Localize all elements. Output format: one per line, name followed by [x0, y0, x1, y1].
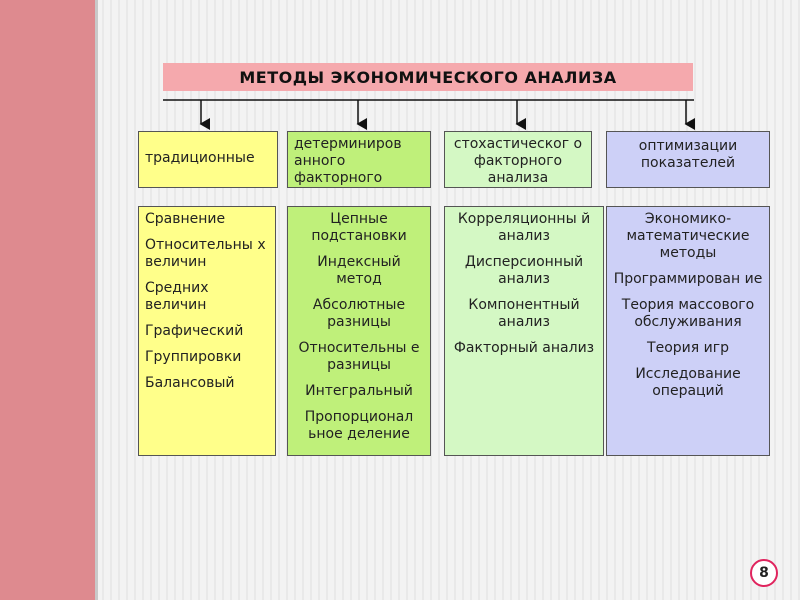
column-2-item-5: Интегральный	[305, 383, 413, 399]
column-1-item-1: Сравнение	[145, 211, 226, 227]
page-number-text: 8	[759, 565, 769, 581]
column-3-header: стохастическог о факторного анализа	[444, 131, 592, 188]
column-1-item-4: Графический	[145, 323, 244, 339]
diagram-title: МЕТОДЫ ЭКОНОМИЧЕСКОГО АНАЛИЗА	[163, 63, 693, 91]
column-4-item-1: Экономико- математические методы	[626, 211, 750, 261]
column-4-header: оптимизации показателей	[606, 131, 770, 188]
connector-lines	[163, 99, 695, 130]
column-2-item-1: Цепные подстановки	[311, 211, 407, 244]
column-3-item-2: Дисперсионный анализ	[464, 254, 584, 287]
column-4-item-4: Теория игр	[647, 340, 729, 356]
column-2-body: Цепные подстановки Индексный метод Абсол…	[287, 206, 431, 456]
left-decorative-band	[0, 0, 98, 600]
column-3-body: Корреляционны й анализ Дисперсионный ана…	[444, 206, 604, 456]
column-4-body: Экономико- математические методы Програм…	[606, 206, 770, 456]
column-3-header-text: стохастическог о факторного анализа	[453, 136, 583, 186]
column-3-item-4: Факторный анализ	[453, 340, 595, 356]
column-1-item-2: Относительны х величин	[145, 237, 266, 270]
column-2-item-4: Относительны е разницы	[298, 340, 420, 373]
column-3-item-1: Корреляционны й анализ	[457, 211, 591, 244]
column-2-header: детерминиров анного факторного анализа	[287, 131, 431, 188]
column-3-item-3: Компонентный анализ	[468, 297, 580, 330]
column-2-header-text: детерминиров анного факторного анализа	[294, 136, 402, 186]
column-1-item-5: Группировки	[145, 349, 242, 365]
page-number-badge: 8	[750, 559, 778, 587]
column-4-item-3: Теория массового обслуживания	[621, 297, 755, 330]
column-4-item-5: Исследование операций	[635, 366, 741, 399]
column-4-item-2: Программирован ие	[613, 271, 763, 287]
diagram-title-text: МЕТОДЫ ЭКОНОМИЧЕСКОГО АНАЛИЗА	[239, 67, 617, 87]
column-1-header: традиционные	[138, 131, 278, 188]
column-4-header-text: оптимизации показателей	[638, 138, 738, 171]
column-2-item-6: Пропорционал ьное деление	[304, 409, 414, 442]
column-2-item-3: Абсолютные разницы	[312, 297, 406, 330]
column-1-header-text: традиционные	[145, 150, 255, 166]
column-1-item-3: Средних величин	[145, 280, 209, 313]
column-1-item-6: Балансовый	[145, 375, 235, 391]
column-1-body: Сравнение Относительны х величин Средних…	[138, 206, 276, 456]
column-2-item-2: Индексный метод	[317, 254, 401, 287]
